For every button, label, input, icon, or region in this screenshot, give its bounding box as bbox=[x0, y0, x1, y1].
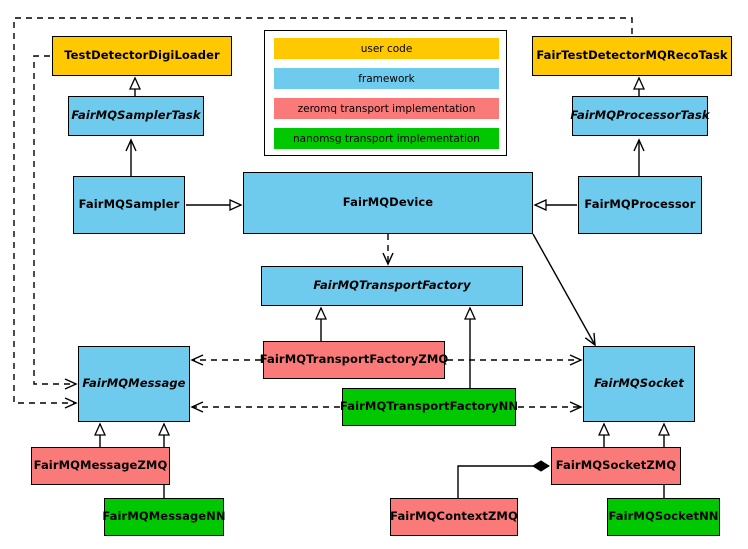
node-fairmqmessagezmq[interactable]: FairMQMessageZMQ bbox=[31, 447, 170, 485]
node-fairmqcontextzmq[interactable]: FairMQContextZMQ bbox=[390, 498, 518, 536]
node-fairmqdevice[interactable]: FairMQDevice bbox=[243, 172, 533, 234]
node-fairmqmessage[interactable]: FairMQMessage bbox=[78, 346, 190, 422]
legend-item-zeromq: zeromq transport implementation bbox=[274, 98, 499, 119]
edge-device-socket bbox=[532, 233, 596, 347]
node-fairmqtransportfactorynn[interactable]: FairMQTransportFactoryNN bbox=[340, 388, 518, 426]
node-fairmqtransportfactory[interactable]: FairMQTransportFactory bbox=[261, 266, 523, 306]
node-fairmqprocessor[interactable]: FairMQProcessor bbox=[578, 176, 702, 234]
legend-item-user-code: user code bbox=[274, 38, 499, 59]
node-fairmqsocketnn[interactable]: FairMQSocketNN bbox=[607, 498, 720, 536]
edge-recotask-message bbox=[13, 17, 633, 409]
edge-digiloader-message bbox=[33, 55, 78, 390]
node-fairmqsocket[interactable]: FairMQSocket bbox=[583, 346, 695, 422]
node-fairmqsamplertask[interactable]: FairMQSamplerTask bbox=[68, 96, 204, 136]
legend-item-framework: framework bbox=[274, 68, 499, 89]
node-fairmqtransportfactoryzmq[interactable]: FairMQTransportFactoryZMQ bbox=[260, 341, 448, 379]
node-testdetectordigiloader[interactable]: TestDetectorDigiLoader bbox=[52, 36, 232, 76]
legend-panel: user code framework zeromq transport imp… bbox=[264, 30, 507, 156]
node-fairmqsampler[interactable]: FairMQSampler bbox=[73, 176, 185, 234]
node-fairtestdetectormqrecotask[interactable]: FairTestDetectorMQRecoTask bbox=[532, 36, 732, 76]
node-fairmqmessagenn[interactable]: FairMQMessageNN bbox=[102, 498, 226, 536]
legend-item-nanomsg: nanomsg transport implementation bbox=[274, 128, 499, 149]
edge-socketzmq-contextzmq bbox=[457, 460, 550, 498]
node-fairmqsocketzmq[interactable]: FairMQSocketZMQ bbox=[551, 447, 681, 485]
node-fairmqprocessortask[interactable]: FairMQProcessorTask bbox=[570, 96, 710, 136]
